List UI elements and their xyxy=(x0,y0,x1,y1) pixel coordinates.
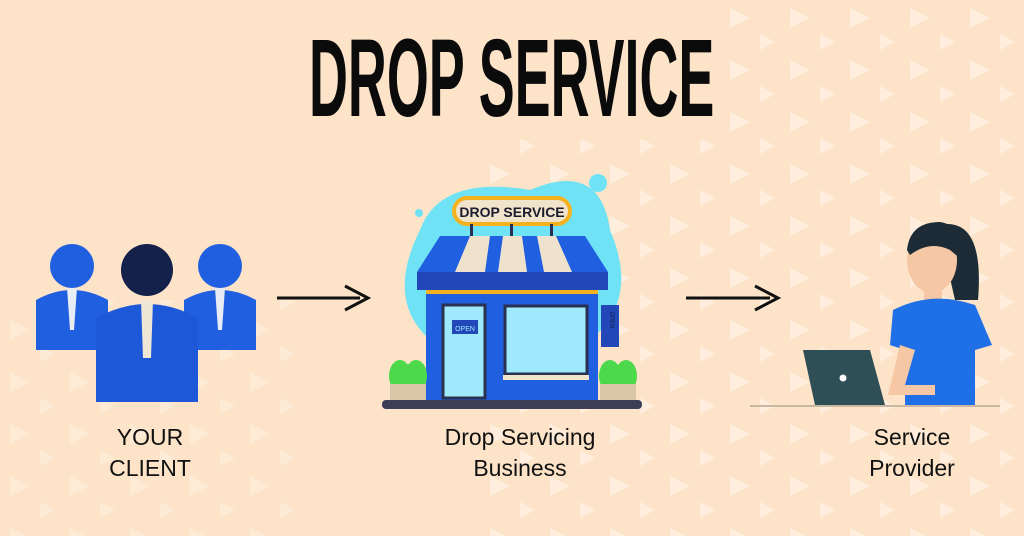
business-label: Drop Servicing Business xyxy=(400,422,640,484)
provider-label: Service Provider xyxy=(792,422,1024,484)
client-label-line2: CLIENT xyxy=(109,455,191,481)
client-label-line1: YOUR xyxy=(116,424,184,450)
store-sign-text: DROP SERVICE xyxy=(459,204,564,220)
business-label-line2: Business xyxy=(473,455,567,481)
side-open-sign: OPEN xyxy=(608,311,614,328)
provider-label-line2: Provider xyxy=(869,455,955,481)
client-label: YOUR CLIENT xyxy=(30,422,270,484)
storefront-icon: DROP SERVICE OPEN OPEN xyxy=(382,174,642,409)
business-label-line1: Drop Servicing xyxy=(444,424,596,450)
arrow-client-to-business xyxy=(277,284,372,312)
client-group-icon xyxy=(36,244,256,402)
provider-label-line1: Service xyxy=(873,424,951,450)
woman-laptop-icon xyxy=(750,222,1000,407)
door-open-sign: OPEN xyxy=(455,326,475,333)
arrow-business-to-provider xyxy=(686,284,782,312)
